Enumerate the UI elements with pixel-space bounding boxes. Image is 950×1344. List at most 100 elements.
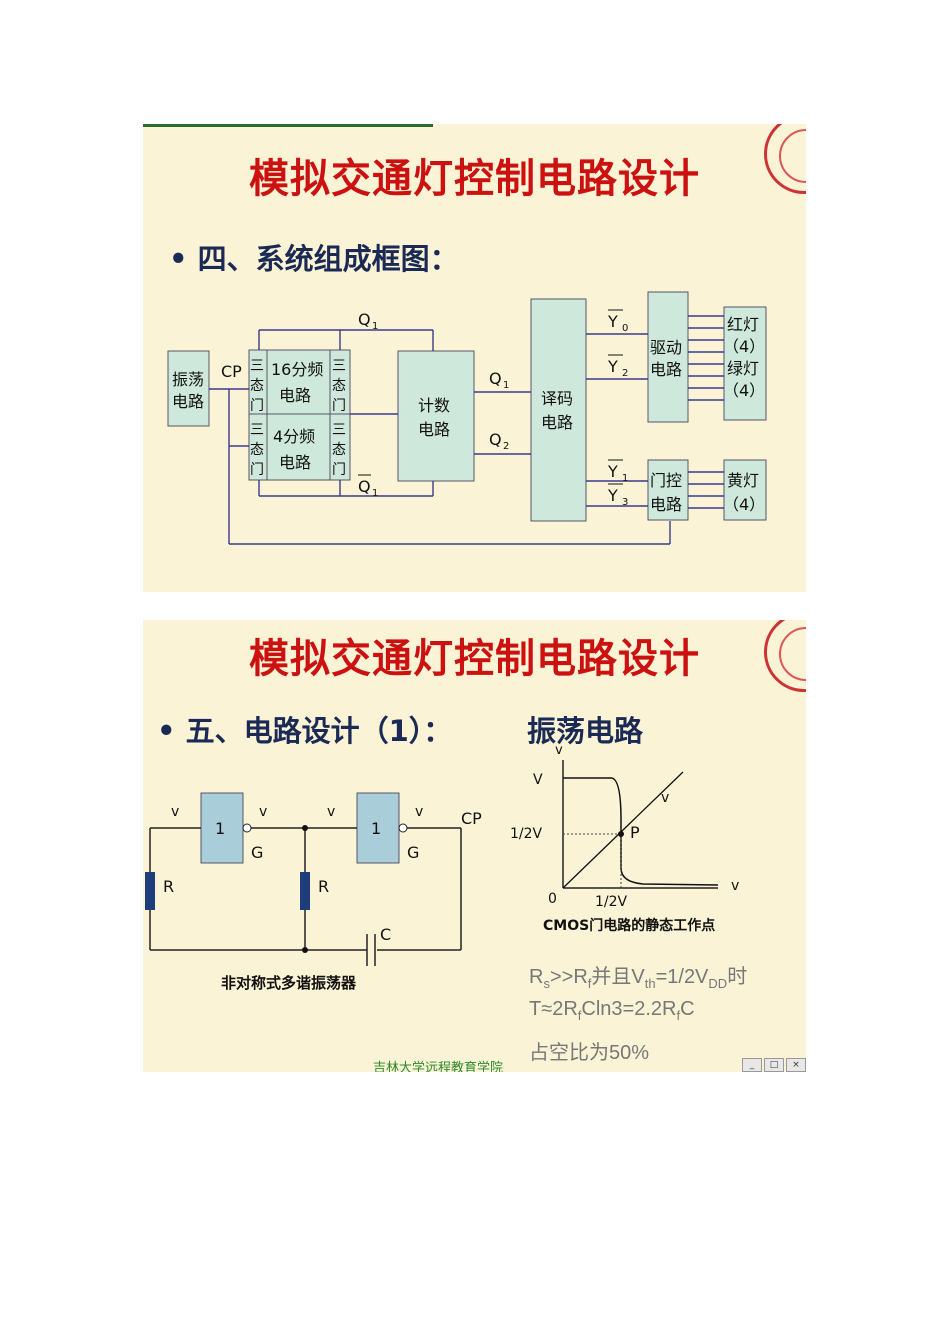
slide-title: 模拟交通灯控制电路设计	[249, 636, 700, 682]
y0-label: Y	[607, 312, 618, 331]
slide-oscillator-circuit: 模拟交通灯控制电路设计 • 五、电路设计（1）： 振荡电路 1 G 1 G R …	[143, 620, 806, 1072]
y2-sub: 2	[622, 368, 628, 379]
gatectl-label-2: 电路	[650, 495, 682, 514]
q2-out-label: Q	[489, 430, 502, 449]
block-diagram: 振荡 电路 三 态 门 三 态 门 三 态 门 三 态 门 16分频 电路 4分…	[167, 291, 767, 545]
vo-eq-vi-line	[562, 771, 684, 889]
y0-sub: 0	[622, 323, 628, 334]
close-icon[interactable]: ×	[786, 1058, 806, 1072]
y2-label: Y	[607, 357, 618, 376]
q1bar-sub: 1	[372, 488, 378, 499]
circuit-caption: 非对称式多谐振荡器	[221, 974, 357, 992]
red-count: （4）	[723, 337, 765, 356]
restore-icon[interactable]: □	[764, 1058, 784, 1072]
formula-line-3: 占空比为50%	[529, 1042, 650, 1064]
g2-name: G	[407, 843, 419, 862]
gatectl-label-1: 门控	[650, 471, 682, 490]
driver-label-2: 电路	[650, 360, 682, 379]
gate-g2	[356, 792, 400, 864]
slide-system-block-diagram: 模拟交通灯控制电路设计 • 四、系统组成框图： 振荡 电路 三 态 门 三 态 …	[143, 124, 806, 592]
divider-block	[248, 349, 351, 481]
section-subheading: 振荡电路	[527, 714, 644, 748]
gate-control-block	[647, 459, 689, 521]
g1-label: 1	[215, 819, 225, 838]
q1-top-label: Q	[358, 310, 371, 329]
counter-block	[397, 350, 475, 482]
yellow-label: 黄灯	[727, 471, 759, 490]
tristate-2-a: 三	[250, 422, 264, 438]
div4-label-2: 电路	[279, 453, 311, 472]
vi1-label: v	[171, 804, 179, 820]
tristate-2-b: 态	[250, 442, 264, 458]
red-label: 红灯	[727, 315, 759, 334]
vo-eq-vi-label: v	[661, 790, 669, 806]
div16-label-1: 16分频	[271, 360, 323, 379]
tristate-3-a: 三	[332, 358, 346, 374]
minimize-icon[interactable]: _	[742, 1058, 762, 1072]
window-controls[interactable]: _ □ ×	[742, 1058, 806, 1072]
oscillator-block	[167, 350, 210, 427]
tristate-3-b: 态	[332, 378, 346, 394]
g1-inverter-bubble	[242, 823, 252, 833]
formula-line-2: T≈2RfCln3=2.2RfC	[529, 998, 695, 1023]
driver-block	[647, 291, 689, 423]
y3-sub: 3	[622, 497, 628, 508]
y1-sub: 1	[622, 473, 628, 484]
decoder-label-2: 电路	[541, 413, 573, 432]
div16-label-2: 电路	[279, 386, 311, 405]
q1-out-label: Q	[489, 369, 502, 388]
decoder-label-1: 译码	[541, 389, 573, 408]
counter-label-2: 电路	[418, 420, 450, 439]
y3-label: Y	[607, 486, 618, 505]
rs-label: R	[163, 877, 174, 896]
g2-label: 1	[371, 819, 381, 838]
counter-label-1: 计数	[418, 396, 450, 415]
tristate-4-c: 门	[332, 462, 346, 478]
oscillator-label-2: 电路	[172, 392, 204, 411]
tristate-1-c: 门	[250, 398, 264, 414]
p-label: P	[630, 823, 640, 842]
graph-caption: CMOS门电路的静态工作点	[543, 917, 715, 934]
g1-name: G	[251, 843, 263, 862]
cp-label: CP	[221, 362, 242, 381]
green-count: （4）	[723, 381, 765, 400]
q1-out-sub: 1	[503, 380, 509, 391]
vdd-label: V	[533, 772, 543, 788]
vi2-label: v	[327, 804, 335, 820]
footer-text: 吉林大学远程教育学院	[373, 1061, 504, 1072]
section-heading: • 五、电路设计（1）：	[157, 714, 453, 748]
rf-label: R	[318, 877, 329, 896]
decoder-block	[530, 298, 587, 522]
q1-top-sub: 1	[372, 321, 378, 332]
oscillator-schematic: 1 G 1 G R R C CP v v v v 非对称式多谐振荡器	[145, 743, 739, 992]
section-heading: • 四、系统组成框图：	[169, 242, 459, 276]
gate-output-arrows	[688, 471, 724, 509]
resistor-rf	[300, 872, 310, 910]
oscillator-label-1: 振荡	[172, 370, 204, 389]
c-label: C	[380, 925, 391, 944]
half-vdd-x-label: 1/2V	[595, 894, 628, 910]
transfer-curve	[563, 777, 719, 886]
slide-top-bar	[143, 124, 433, 127]
tristate-1-a: 三	[250, 358, 264, 374]
yellow-lights-block	[723, 459, 767, 521]
y1-label: Y	[607, 462, 618, 481]
g2-inverter-bubble	[398, 823, 408, 833]
resistor-rs	[145, 872, 155, 910]
vi-axis-label: v	[731, 878, 739, 894]
tristate-4-a: 三	[332, 422, 346, 438]
q1bar-label: Q	[358, 477, 371, 496]
origin-label: 0	[548, 891, 557, 907]
yellow-count: （4）	[723, 495, 765, 514]
slide-title: 模拟交通灯控制电路设计	[249, 156, 700, 202]
tristate-4-b: 态	[332, 442, 346, 458]
tristate-2-c: 门	[250, 462, 264, 478]
tristate-1-b: 态	[250, 378, 264, 394]
vo-axis-label: v	[555, 743, 563, 758]
point-p	[618, 831, 624, 837]
driver-output-arrows	[688, 315, 724, 401]
div4-label-1: 4分频	[273, 427, 315, 446]
cp-label: CP	[461, 809, 482, 828]
vo1-label: v	[259, 804, 267, 820]
vo2-label: v	[415, 804, 423, 820]
